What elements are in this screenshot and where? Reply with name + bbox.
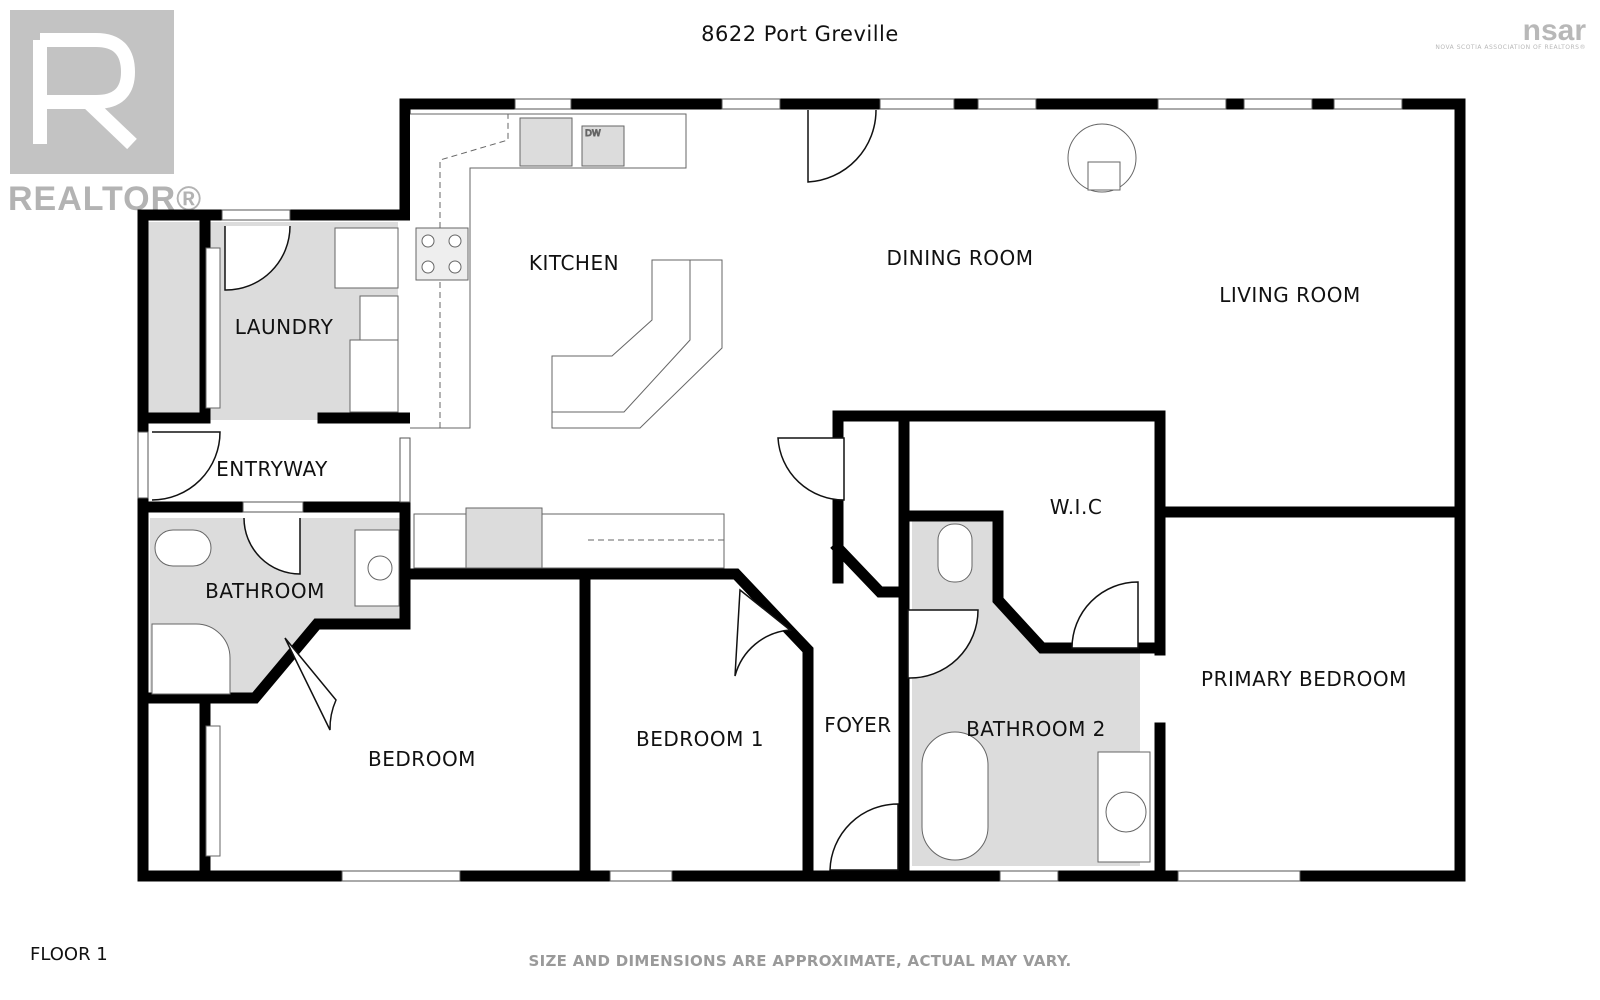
toilet	[154, 529, 212, 567]
label-dining: DINING ROOM	[886, 246, 1033, 270]
bath-fixtures	[151, 227, 1151, 863]
counter-bottom	[413, 513, 725, 569]
label-bedroom1: BEDROOM 1	[636, 727, 764, 751]
bedroom-closet	[205, 725, 221, 857]
nsar-logo: nsar NOVA SCOTIA ASSOCIATION OF REALTORS…	[1435, 14, 1586, 51]
realtor-r-icon	[10, 10, 174, 174]
nsar-subtitle: NOVA SCOTIA ASSOCIATION OF REALTORS®	[1435, 44, 1586, 51]
bathtub	[921, 731, 989, 861]
laundry-closet	[205, 247, 221, 409]
plan-title: 8622 Port Greville	[701, 22, 899, 46]
stove	[415, 227, 469, 281]
door-dining	[807, 109, 877, 183]
door-wic	[1071, 581, 1139, 649]
door-closet	[777, 437, 845, 501]
washer	[334, 227, 399, 289]
room-labels: KITCHEN DINING ROOM LIVING ROOM LAUNDRY …	[205, 246, 1407, 771]
door-bedroom1	[734, 588, 792, 677]
laundry-sink	[359, 295, 399, 341]
kitchen-island	[551, 259, 723, 429]
door-bedroom	[284, 637, 337, 731]
label-entryway: ENTRYWAY	[216, 457, 328, 481]
doors	[151, 109, 1139, 871]
shower	[151, 623, 231, 695]
toilet-2	[937, 523, 973, 583]
disclaimer: SIZE AND DIMENSIONS ARE APPROXIMATE, ACT…	[528, 952, 1072, 970]
label-living: LIVING ROOM	[1219, 283, 1361, 307]
label-kitchen: KITCHEN	[529, 251, 619, 275]
door-foyer	[829, 803, 899, 871]
kitchen-fixtures: DW	[410, 113, 1137, 569]
door-bathroom	[243, 517, 301, 575]
label-bedroom: BEDROOM	[368, 747, 476, 771]
label-foyer: FOYER	[824, 713, 891, 737]
outer-wall	[137, 98, 1466, 882]
dryer	[349, 339, 399, 413]
nsar-wordmark: nsar	[1522, 14, 1586, 47]
label-primary: PRIMARY BEDROOM	[1201, 667, 1407, 691]
windows	[137, 98, 1403, 882]
kitchen-sink	[519, 117, 573, 167]
label-bathroom: BATHROOM	[205, 579, 325, 603]
walls	[137, 98, 1466, 882]
door-laundry	[224, 225, 291, 291]
label-laundry: LAUNDRY	[235, 315, 334, 339]
label-bathroom2: BATHROOM 2	[966, 717, 1106, 741]
dishwasher	[581, 125, 625, 167]
door-entry	[151, 431, 221, 501]
fridge	[465, 507, 543, 569]
floor-label: FLOOR 1	[30, 944, 108, 965]
label-wic: W.I.C	[1050, 495, 1103, 519]
door-bathroom2	[907, 609, 979, 679]
dishwasher-label: DW	[585, 129, 601, 139]
